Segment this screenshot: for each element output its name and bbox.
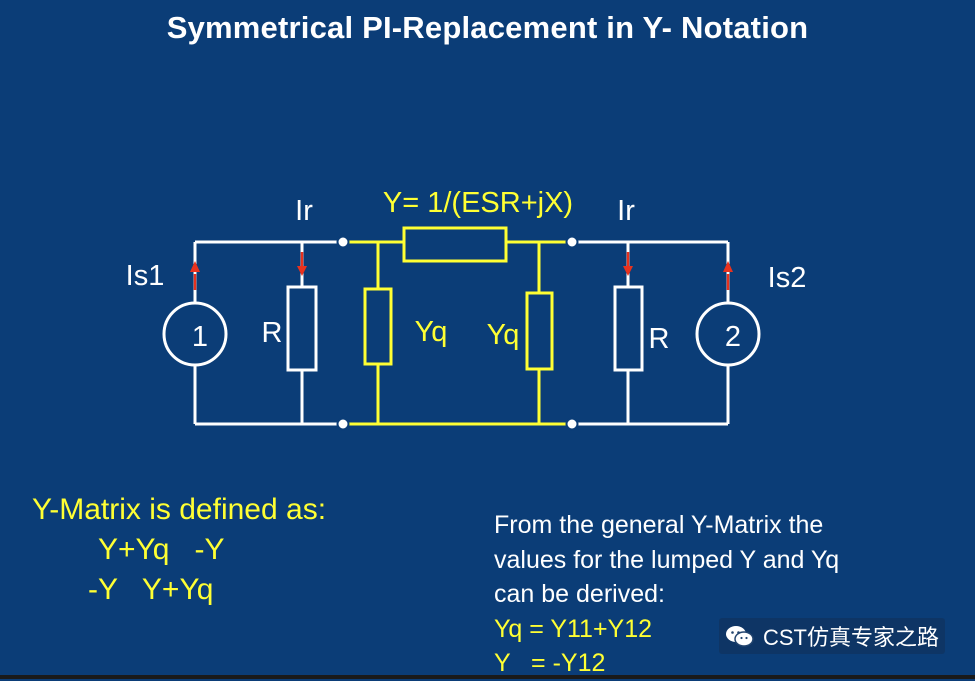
r-right-element bbox=[613, 285, 644, 372]
watermark-text: CST仿真专家之路 bbox=[762, 625, 939, 650]
source-1-label: 1 bbox=[192, 321, 208, 353]
terminal-top-right bbox=[565, 235, 579, 249]
yq-right-label: Yq bbox=[487, 319, 520, 351]
yellow-network bbox=[343, 240, 572, 426]
wechat-icon bbox=[725, 626, 754, 647]
y-matrix-heading: Y-Matrix is defined as: bbox=[32, 493, 327, 526]
current-arrows bbox=[190, 252, 733, 290]
r-right-label: R bbox=[649, 323, 670, 355]
is2-label: Is2 bbox=[768, 262, 807, 294]
terminal-top-left bbox=[336, 235, 350, 249]
y-matrix-definition: Y-Matrix is defined as: Y+Yq -Y -Y Y+Yq bbox=[32, 490, 326, 610]
yq-left-element bbox=[363, 287, 393, 366]
equation-yq: Yq = Y11+Y12 bbox=[494, 614, 653, 643]
is1-label: Is1 bbox=[126, 260, 165, 292]
ir-left-label: Ir bbox=[295, 195, 313, 227]
y-matrix-row-2: -Y Y+Yq bbox=[88, 573, 214, 606]
bottom-strip bbox=[0, 675, 975, 679]
y-matrix-row-1: Y+Yq -Y bbox=[98, 533, 225, 566]
derivation-line-2: values for the lumped Y and Yq bbox=[494, 545, 840, 574]
yq-right-element bbox=[525, 291, 554, 371]
equation-y: Y = -Y12 bbox=[494, 649, 606, 677]
source-2-label: 2 bbox=[725, 321, 741, 353]
arrow-up-right-icon bbox=[723, 261, 733, 272]
arrow-up-left-icon bbox=[190, 261, 200, 272]
ir-right-label: Ir bbox=[617, 195, 635, 227]
source-1-circle bbox=[162, 301, 228, 367]
r-left-element bbox=[286, 285, 318, 372]
r-left-label: R bbox=[262, 317, 283, 349]
arrow-down-right-icon bbox=[623, 266, 633, 276]
terminal-bottom-left bbox=[336, 417, 350, 431]
terminal-bottom-right bbox=[565, 417, 579, 431]
source-2-circle bbox=[695, 301, 761, 367]
series-y-element bbox=[402, 226, 508, 263]
yq-left-label: Yq bbox=[415, 316, 448, 348]
derivation-text: From the general Y-Matrix the values for… bbox=[494, 508, 839, 681]
derivation-line-1: From the general Y-Matrix the bbox=[494, 511, 824, 539]
series-y-label: Y= 1/(ESR+jX) bbox=[383, 187, 573, 219]
derivation-line-3: can be derived: bbox=[494, 580, 665, 608]
watermark: CST仿真专家之路 bbox=[718, 618, 945, 654]
arrow-down-left-icon bbox=[297, 266, 307, 276]
port-terminals bbox=[336, 235, 579, 431]
slide-title: Symmetrical PI-Replacement in Y- Notatio… bbox=[166, 10, 809, 45]
